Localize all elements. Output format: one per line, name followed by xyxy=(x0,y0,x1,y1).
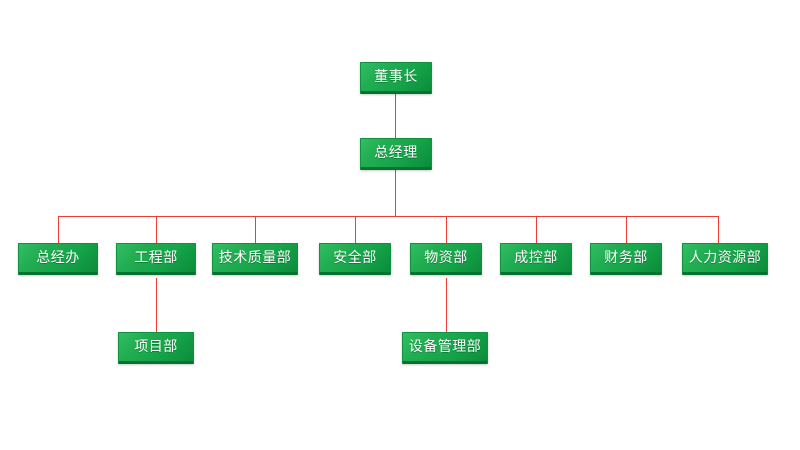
connector-dept5-to-sub2 xyxy=(446,278,447,332)
connector-bus-to-dept5 xyxy=(446,216,447,243)
connector-department-bus xyxy=(58,216,719,217)
connector-chairman-to-gm xyxy=(395,94,396,138)
node-materials-dept[interactable]: 物资部 xyxy=(410,243,482,275)
node-label: 物资部 xyxy=(424,250,468,266)
node-technical-quality-dept[interactable]: 技术质量部 xyxy=(212,243,298,275)
node-human-resources-dept[interactable]: 人力资源部 xyxy=(682,243,768,275)
connector-bus-to-dept3 xyxy=(255,216,256,243)
connector-bus-to-dept2 xyxy=(156,216,157,243)
node-label: 总经办 xyxy=(36,250,80,266)
node-label: 安全部 xyxy=(333,250,377,266)
node-safety-dept[interactable]: 安全部 xyxy=(319,243,391,275)
node-project-dept[interactable]: 项目部 xyxy=(118,332,194,364)
connector-bus-to-dept4 xyxy=(355,216,356,243)
connector-bus-to-dept8 xyxy=(718,216,719,243)
node-label: 成控部 xyxy=(514,250,558,266)
node-equipment-management-dept[interactable]: 设备管理部 xyxy=(402,332,488,364)
node-label: 工程部 xyxy=(134,250,178,266)
node-finance-dept[interactable]: 财务部 xyxy=(590,243,662,275)
node-general-office[interactable]: 总经办 xyxy=(18,243,98,275)
connector-bus-to-dept7 xyxy=(626,216,627,243)
node-label: 技术质量部 xyxy=(218,250,292,266)
connector-bus-to-dept1 xyxy=(58,216,59,243)
node-label: 董事长 xyxy=(374,69,418,85)
node-label: 人力资源部 xyxy=(688,250,762,266)
node-label: 设备管理部 xyxy=(408,339,482,355)
node-general-manager[interactable]: 总经理 xyxy=(360,138,432,170)
connector-bus-to-dept6 xyxy=(536,216,537,243)
node-cost-control-dept[interactable]: 成控部 xyxy=(500,243,572,275)
node-label: 财务部 xyxy=(604,250,648,266)
node-label: 总经理 xyxy=(374,145,418,161)
node-label: 项目部 xyxy=(134,339,178,355)
connector-dept2-to-sub1 xyxy=(156,278,157,332)
node-engineering-dept[interactable]: 工程部 xyxy=(116,243,196,275)
node-chairman[interactable]: 董事长 xyxy=(360,62,432,94)
connector-gm-to-bus xyxy=(395,170,396,216)
